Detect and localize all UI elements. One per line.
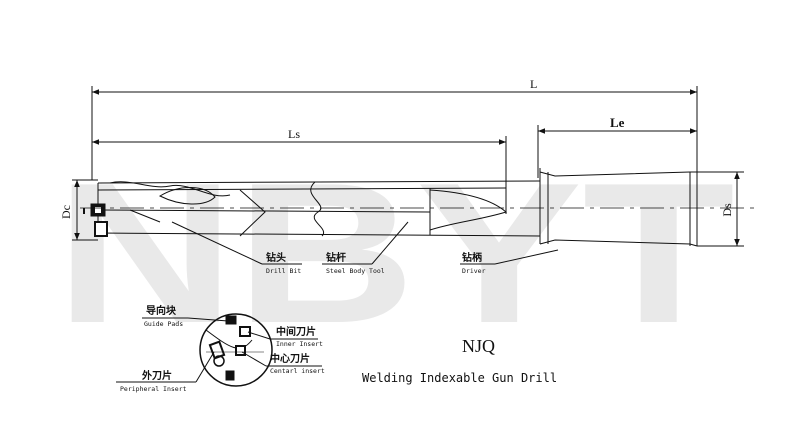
driver-leader [494, 249, 559, 265]
inner-insert-label-cn: 中间刀片 [276, 325, 316, 338]
insert-detail-view [199, 313, 273, 387]
steel-body-leader [371, 221, 409, 265]
drill-bit-label-cn: 钻头 [266, 251, 286, 264]
inner-insert-label-en: Inner Insert [276, 340, 323, 348]
central-insert-label-en: Centarl insert [270, 367, 325, 375]
dc-label: Dc [59, 205, 73, 219]
steel-body-label-en: Steel Body Tool [326, 267, 385, 275]
guide-pads-leader [187, 317, 229, 322]
drill-bit-label-en: Drill Bit [266, 267, 301, 275]
driver-label-cn: 钻柄 [462, 251, 482, 264]
l-label: L [530, 77, 537, 91]
peripheral-label-en: Peripheral Insert [120, 385, 187, 393]
central-insert-leader [241, 351, 267, 367]
model-name: NJQ [462, 336, 495, 356]
steel-body-tool [97, 180, 541, 237]
peripheral-label-cn: 外刀片 [141, 369, 172, 382]
driver-shank [539, 168, 698, 247]
central-insert-label-cn: 中心刀片 [270, 352, 310, 365]
drill-bit-tip [83, 203, 108, 237]
ds-label: Ds [720, 203, 734, 217]
drill-bit-leader [171, 221, 263, 265]
driver-label-en: Driver [462, 267, 486, 275]
guide-pads-label-cn: 导向块 [146, 304, 177, 317]
guide-pads-label-en: Guide Pads [144, 320, 183, 328]
peripheral-leader [195, 351, 215, 383]
steel-body-label-cn: 钻杆 [326, 251, 346, 264]
le-label: Le [610, 115, 625, 130]
ls-label: Ls [288, 127, 300, 141]
inner-insert-leader [247, 331, 271, 340]
watermark: NBYT [55, 142, 735, 365]
diagram-caption: Welding Indexable Gun Drill [362, 371, 557, 385]
